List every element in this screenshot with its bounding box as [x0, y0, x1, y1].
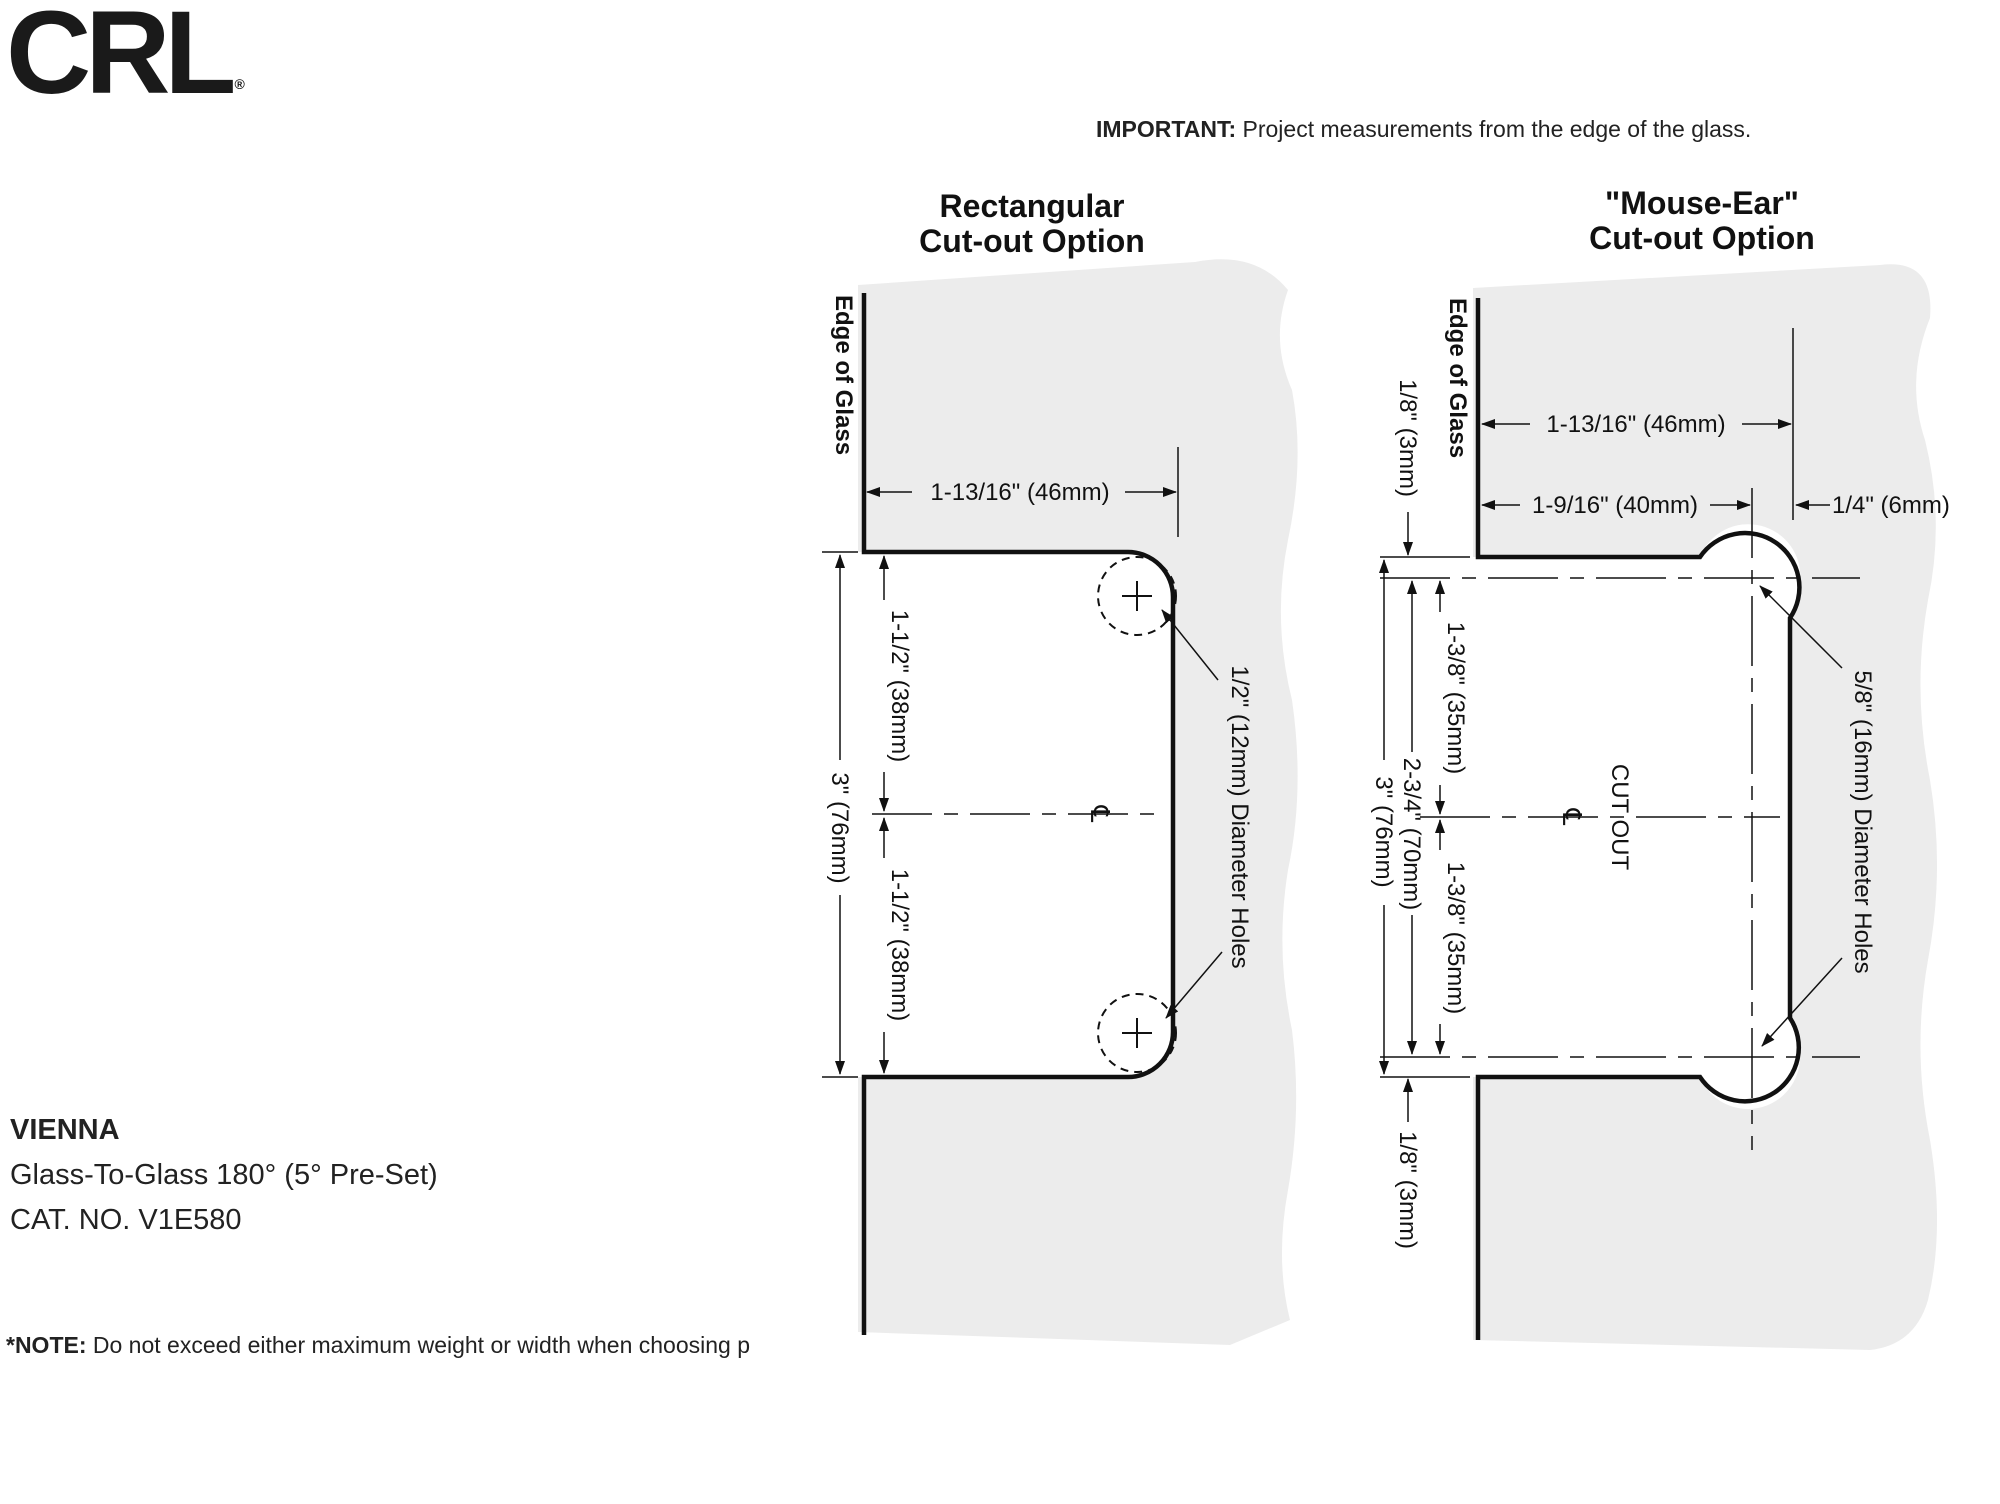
right-total-height-label: 3" (76mm) [1370, 776, 1397, 887]
left-bottom-hole [1097, 993, 1177, 1073]
note-label: *NOTE: [6, 1332, 87, 1358]
product-description: Glass-To-Glass 180° (5° Pre-Set) [10, 1159, 438, 1191]
right-bottom-gap-label: 1/8" (3mm) [1394, 1131, 1421, 1249]
left-edge-of-glass-label: Edge of Glass [830, 295, 857, 455]
mouse-ear-cutout-diagram: "Mouse-Ear" Cut-out Option Edge of Glass… [1370, 185, 1950, 1350]
rectangular-cutout-diagram: Rectangular Cut-out Option Edge of Glass… [822, 188, 1298, 1346]
weight-note: *NOTE: Do not exceed either maximum weig… [6, 1332, 750, 1359]
crl-logo: CRL® [6, 0, 245, 112]
important-text: Project measurements from the edge of th… [1242, 116, 1752, 142]
left-lower-half-label: 1-1/2" (38mm) [886, 869, 913, 1022]
left-holes-leader-top [1161, 609, 1219, 681]
right-holes-leader-bottom [1761, 957, 1843, 1047]
product-info: VIENNA Glass-To-Glass 180° (5° Pre-Set) … [10, 1108, 438, 1243]
right-title-line1: "Mouse-Ear" [1605, 185, 1799, 221]
right-top-gap-label: 1/8" (3mm) [1394, 379, 1421, 497]
right-glass-edge-outline [1475, 298, 1802, 1340]
left-total-height-label: 3" (76mm) [826, 772, 853, 883]
left-width-dim-label: 1-13/16" (46mm) [930, 479, 1109, 506]
left-glass-edge-outline [861, 293, 1176, 1335]
right-cutout-label: CUT OUT [1606, 764, 1633, 871]
right-holes-label: 5/8" (16mm) Diameter Holes [1849, 670, 1876, 973]
logo-registered-mark: ® [234, 76, 245, 92]
right-title-line2: Cut-out Option [1589, 220, 1815, 256]
left-upper-half-label: 1-1/2" (38mm) [886, 610, 913, 763]
right-width-dim-label: 1-13/16" (46mm) [1546, 411, 1725, 438]
left-title-line2: Cut-out Option [919, 223, 1145, 259]
logo-text: CRL [6, 0, 237, 119]
important-notice: IMPORTANT: Project measurements from the… [1096, 116, 1751, 143]
left-centerline-symbol: ℄ [1085, 805, 1115, 823]
left-holes-label: 1/2" (12mm) Diameter Holes [1226, 665, 1253, 968]
important-label: IMPORTANT: [1096, 116, 1237, 142]
right-lower-half-label: 1-3/8" (35mm) [1442, 862, 1469, 1015]
right-ear-offset-label: 1/4" (6mm) [1832, 492, 1950, 519]
right-inner-height-label: 2-3/4" (70mm) [1398, 758, 1425, 911]
right-inner-width-dim-label: 1-9/16" (40mm) [1532, 492, 1698, 519]
product-name: VIENNA [10, 1114, 120, 1146]
right-centerline-symbol: ℄ [1557, 808, 1587, 826]
note-text: Do not exceed either maximum weight or w… [92, 1332, 751, 1358]
left-title-line1: Rectangular [940, 188, 1125, 224]
right-upper-half-label: 1-3/8" (35mm) [1442, 622, 1469, 775]
left-holes-leader-bottom [1165, 951, 1223, 1019]
right-holes-leader-top [1759, 585, 1843, 669]
product-catalog-number: CAT. NO. V1E580 [10, 1204, 242, 1236]
left-top-hole [1097, 556, 1177, 636]
right-edge-of-glass-label: Edge of Glass [1444, 298, 1471, 458]
